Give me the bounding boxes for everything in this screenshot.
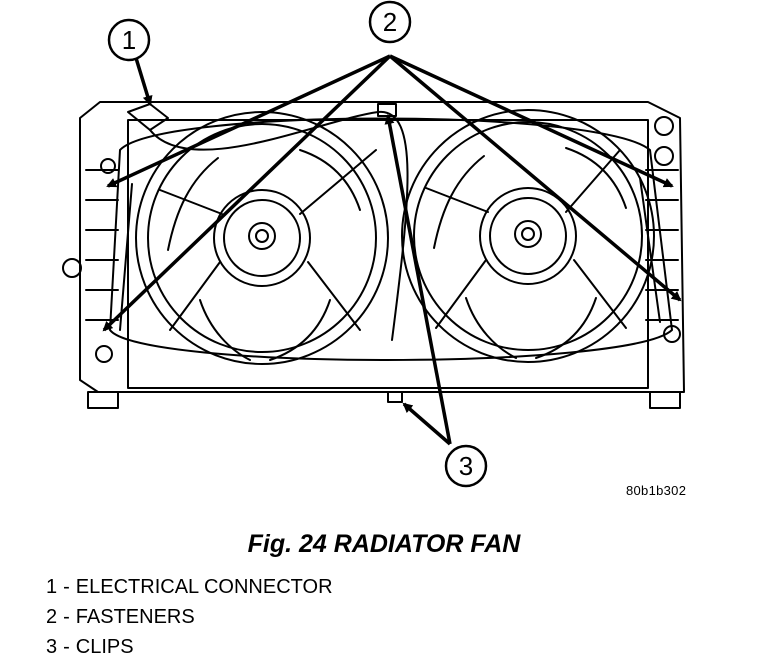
wiring-harness — [127, 103, 409, 403]
callout-2-number: 2 — [383, 7, 397, 37]
legend-number: 2 — [46, 606, 58, 628]
legend-item: 1-ELECTRICAL CONNECTOR — [46, 572, 333, 602]
left-fan — [135, 111, 389, 365]
legend-label: ELECTRICAL CONNECTOR — [75, 576, 333, 598]
figure-caption: Fig. 24 RADIATOR FAN — [247, 530, 521, 558]
callout-3: 3 — [444, 444, 488, 488]
leader-2-fastener-c — [389, 54, 674, 188]
fan-shroud — [109, 117, 673, 361]
legend-label: CLIPS — [75, 636, 134, 658]
legend-separator: - — [63, 636, 70, 658]
radiator-fan-illustration: 1 2 3 — [62, 0, 685, 488]
legend-number: 1 — [46, 576, 58, 598]
right-fan — [401, 109, 655, 363]
leader-2-fastener-d — [388, 54, 682, 302]
callout-1-number: 1 — [122, 25, 136, 55]
legend-label: FASTENERS — [75, 606, 195, 628]
legend-separator: - — [63, 606, 70, 628]
leader-1-connector — [134, 57, 153, 106]
drawing-code: 80b1b302 — [626, 483, 687, 498]
callout-2: 2 — [368, 0, 412, 44]
leader-lines — [102, 54, 682, 446]
legend-number: 3 — [46, 636, 58, 658]
leader-3-clip-a — [384, 114, 452, 445]
legend-item: 2-FASTENERS — [46, 602, 333, 632]
legend: 1-ELECTRICAL CONNECTOR 2-FASTENERS 3-CLI… — [46, 572, 333, 662]
callout-1: 1 — [107, 18, 151, 62]
leader-2-fastener-b — [102, 54, 392, 332]
leader-2-fastener-a — [106, 54, 391, 188]
legend-item: 3-CLIPS — [46, 632, 333, 662]
leader-3-clip-b — [402, 402, 452, 446]
legend-separator: - — [63, 576, 70, 598]
callout-3-number: 3 — [459, 451, 473, 481]
